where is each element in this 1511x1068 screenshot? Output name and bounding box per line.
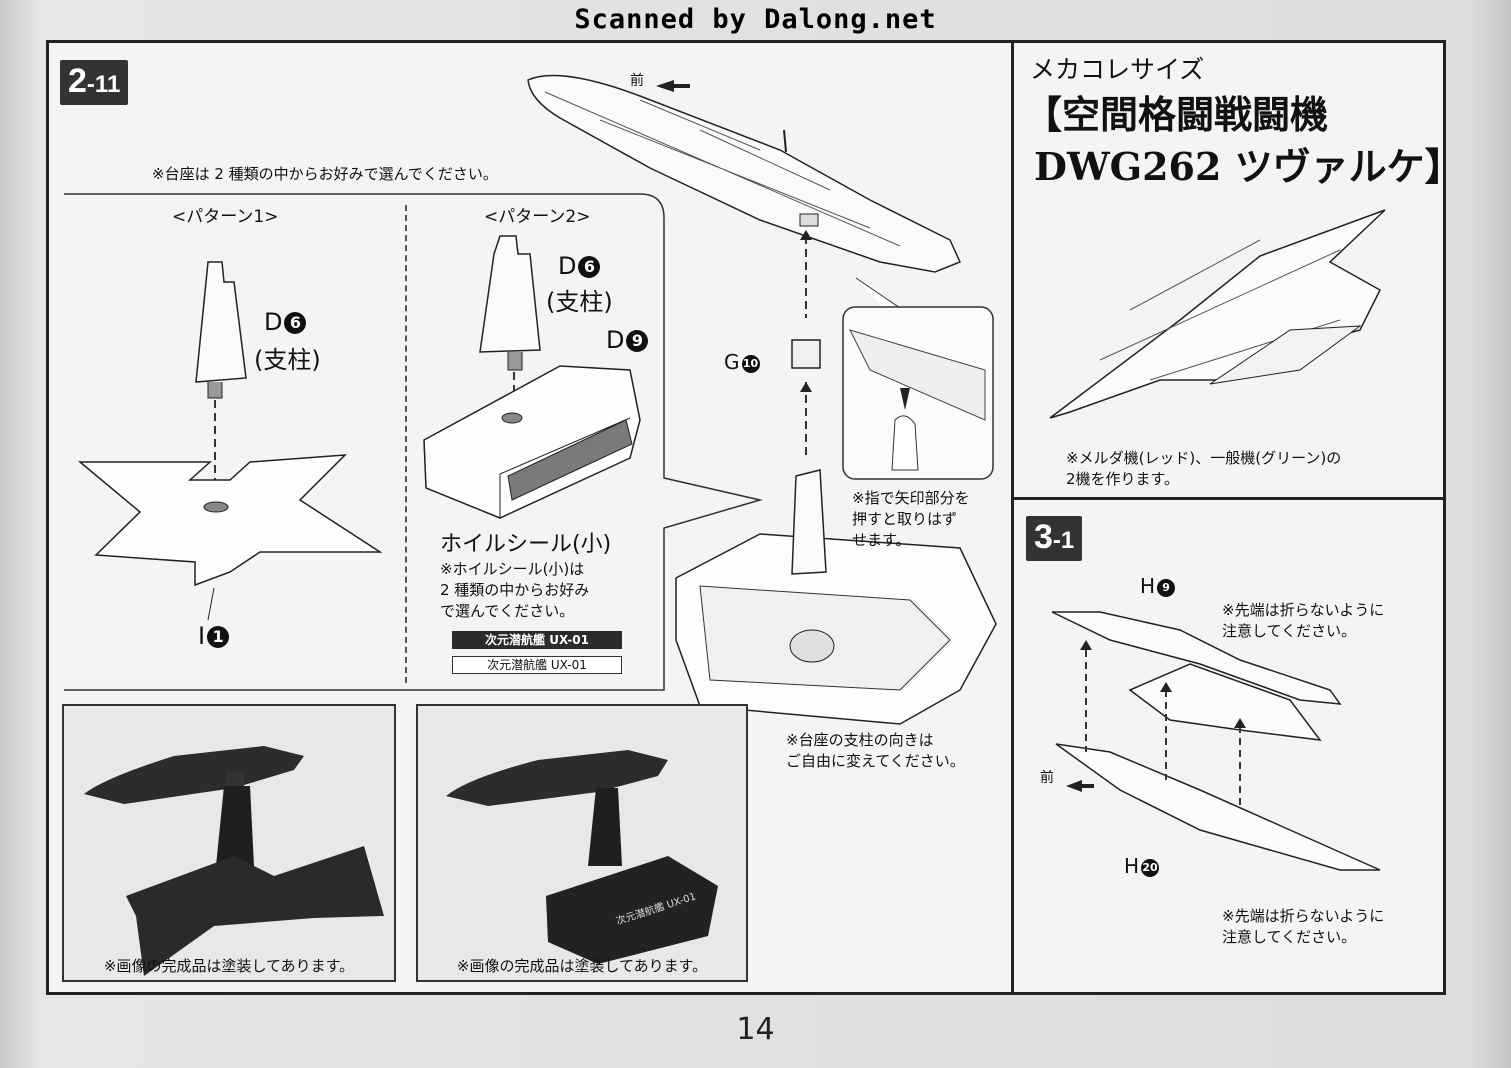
mecha-title-line2: DWG262 ツヴァルケ】 [1034,144,1463,189]
step-2-11-badge: 2-11 [60,60,129,105]
foil-seal-title: ホイルシール(小) [440,532,612,557]
mecha-color-note: ※メルダ機(レッド)、一般機(グリーン)の 2機を作ります。 [1066,449,1342,488]
mecha-series-label: メカコレサイズ [1030,55,1205,84]
photo-pattern1-model [84,746,384,976]
photo-pattern1-completed: ※画像の完成品は塗装してあります。 [62,704,396,982]
front-label-ship: 前 [630,73,644,89]
foil-seal-dark: 次元潜航艦 UX-01 [452,631,622,649]
scanned-by-watermark: Scanned by Dalong.net [574,4,937,35]
tip-caution-note-bottom: ※先端は折らないように 注意してください。 [1222,907,1385,946]
pattern-separator [405,205,407,683]
finger-release-note: ※指で矢印部分を 押すと取りはず せます。 [852,489,970,549]
mecha-title-line1: 【空間格闘戦闘機 [1024,92,1329,137]
foil-seal-light: 次元潜航艦 UX-01 [452,656,622,674]
pattern2-label: <パターン2> [484,207,591,227]
front-label-fighter: 前 [1040,770,1054,786]
stand-choice-note: ※台座は 2 種類の中からお好みで選んでください。 [152,165,498,183]
pattern1-label: <パターン1> [172,207,279,227]
horizontal-divider [1011,497,1446,500]
photo-pattern2-model [446,750,718,964]
support-label-pattern2: (支柱) [546,288,613,316]
stand-direction-note: ※台座の支柱の向きは ご自由に変えてください。 [786,731,965,770]
foil-seal-note: ※ホイルシール(小)は 2 種類の中からお好み で選んでください。 [440,560,590,620]
vertical-divider [1011,40,1014,995]
support-label-pattern1: (支柱) [254,346,321,374]
tip-caution-note-top: ※先端は折らないように 注意してください。 [1222,601,1385,640]
photo-pattern2-completed: 次元潜航艦 UX-01 ※画像の完成品は塗装してあります。 [416,704,748,982]
photo-caption-pattern2: ※画像の完成品は塗装してあります。 [456,957,708,975]
step-3-1-badge: 3-1 [1026,516,1083,561]
page-number: 14 [736,1012,775,1047]
photo-caption-pattern1: ※画像の完成品は塗装してあります。 [103,957,355,975]
